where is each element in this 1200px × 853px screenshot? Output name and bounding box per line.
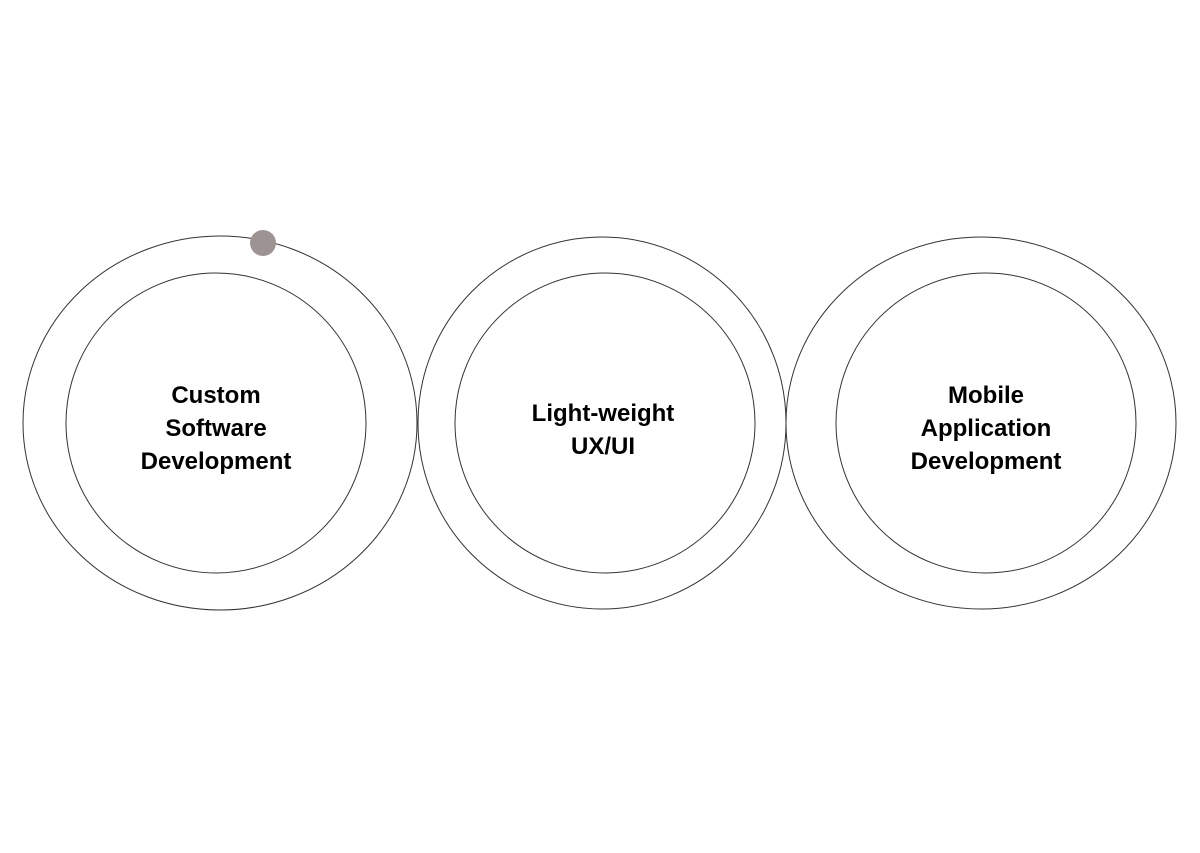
- service-label-line: Development: [141, 448, 292, 475]
- inner-ring: [65, 272, 367, 574]
- service-label-line: Custom: [171, 382, 260, 409]
- service-label-line: Mobile: [948, 382, 1024, 409]
- inner-ring: [835, 272, 1137, 574]
- service-custom-software: Custom Software Development: [22, 230, 418, 611]
- outer-ring: [22, 235, 418, 611]
- progress-marker-dot: [250, 230, 276, 256]
- service-label-line: Light-weight: [532, 400, 675, 427]
- service-label-line: Development: [911, 448, 1062, 475]
- service-label-line: Application: [921, 415, 1052, 442]
- service-label-line: UX/UI: [571, 433, 635, 460]
- service-mobile-app: Mobile Application Development: [785, 236, 1177, 610]
- service-label-line: Software: [165, 415, 266, 442]
- outer-ring: [785, 236, 1177, 610]
- inner-ring: [454, 272, 756, 574]
- service-ux-ui: Light-weight UX/UI: [417, 236, 787, 610]
